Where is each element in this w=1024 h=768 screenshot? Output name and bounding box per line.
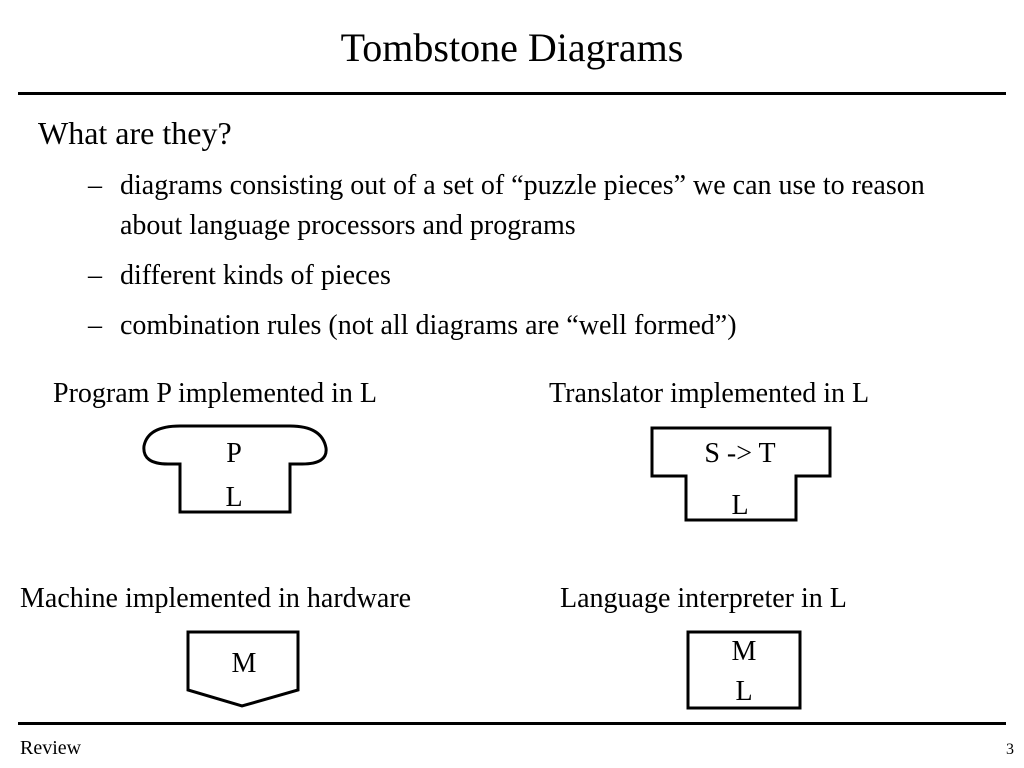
interpreter-machine-label: M	[731, 636, 757, 667]
page-number: 3	[1006, 741, 1014, 758]
bullet-dash: –	[88, 170, 102, 201]
bullet-item: – combination rules (not all diagrams ar…	[88, 306, 988, 346]
program-caption: Program P implemented in L	[53, 378, 378, 409]
translator-source-target-label: S -> T	[704, 438, 776, 469]
machine-shape	[186, 630, 300, 708]
bullet-dash: –	[88, 260, 102, 291]
bullet-text: different kinds of pieces	[120, 260, 391, 291]
title-divider	[18, 92, 1006, 95]
footer-divider	[18, 722, 1006, 725]
bullet-dash: –	[88, 310, 102, 341]
translator-caption: Translator implemented in L	[549, 378, 870, 409]
program-name-label: P	[226, 438, 242, 469]
interpreter-language-label: L	[735, 676, 753, 707]
section-heading: What are they?	[38, 115, 232, 151]
program-tombstone-shape	[142, 424, 328, 514]
footer-section: Review	[20, 737, 82, 759]
machine-caption: Machine implemented in hardware	[20, 583, 412, 614]
bullet-text: combination rules (not all diagrams are …	[120, 310, 737, 341]
interpreter-caption: Language interpreter in L	[560, 583, 847, 614]
bullet-text: diagrams consisting out of a set of “puz…	[120, 170, 925, 241]
bullet-item: – different kinds of pieces	[88, 256, 988, 296]
translator-tombstone-shape	[650, 426, 832, 522]
machine-label: M	[231, 648, 257, 679]
slide-title: Tombstone Diagrams	[340, 25, 684, 70]
translator-language-label: L	[731, 490, 749, 521]
bullet-item: – diagrams consisting out of a set of “p…	[88, 166, 988, 246]
interpreter-shape	[686, 630, 802, 710]
program-language-label: L	[225, 482, 243, 513]
